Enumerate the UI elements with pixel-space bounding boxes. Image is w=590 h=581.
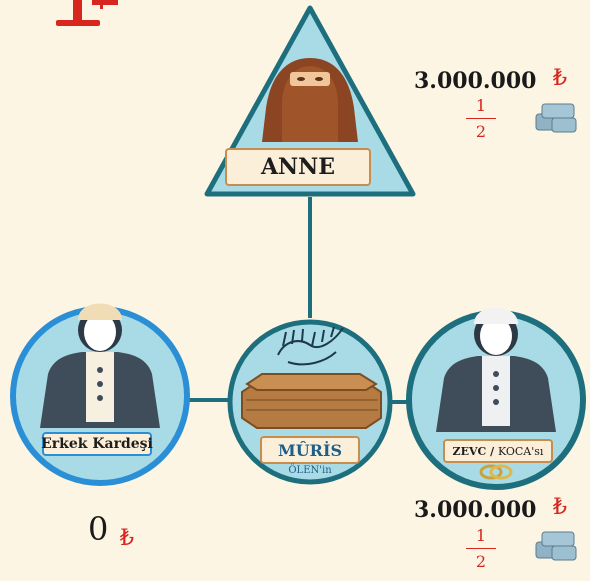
woman-niqab-icon	[262, 58, 358, 142]
mother-share-denominator: 2	[475, 122, 487, 141]
spouse-share-denominator: 2	[475, 552, 487, 571]
coffin-icon	[241, 373, 382, 429]
scales-icon	[56, 0, 118, 26]
mother-amount: 3.000.000	[414, 68, 537, 94]
brother-label: Erkek Kardeşi	[41, 432, 153, 456]
spouse-share-numerator: 1	[475, 526, 487, 545]
calligraphy-icon	[277, 326, 344, 366]
spouse-label-main: ZEVC	[452, 444, 487, 458]
fraction-bar	[466, 548, 496, 549]
spouse-label-rest: KOCA'sı	[497, 444, 544, 458]
spouse-currency: ₺	[553, 495, 567, 520]
rings-icon	[479, 464, 513, 480]
spouse-amount: 3.000.000	[414, 497, 537, 523]
money-icon	[535, 103, 577, 133]
deceased-label: MÛRİS	[260, 436, 360, 464]
brother-currency: ₺	[120, 526, 134, 551]
man-cap-icon	[436, 307, 556, 432]
fraction-bar	[466, 118, 496, 119]
spouse-share: 1 2	[466, 526, 496, 571]
brother-amount: 0	[88, 510, 109, 548]
mother-share: 1 2	[466, 96, 496, 141]
money-icon	[535, 531, 577, 561]
deceased-sublabel: ÖLEN'in	[288, 465, 332, 476]
mother-currency: ₺	[553, 66, 567, 91]
spouse-label: ZEVC / KOCA'sı	[443, 439, 553, 463]
mother-label: ANNE	[225, 148, 371, 186]
spouse-label-sep: /	[486, 444, 498, 458]
mother-share-numerator: 1	[475, 96, 487, 115]
man-cap-icon	[40, 303, 160, 428]
